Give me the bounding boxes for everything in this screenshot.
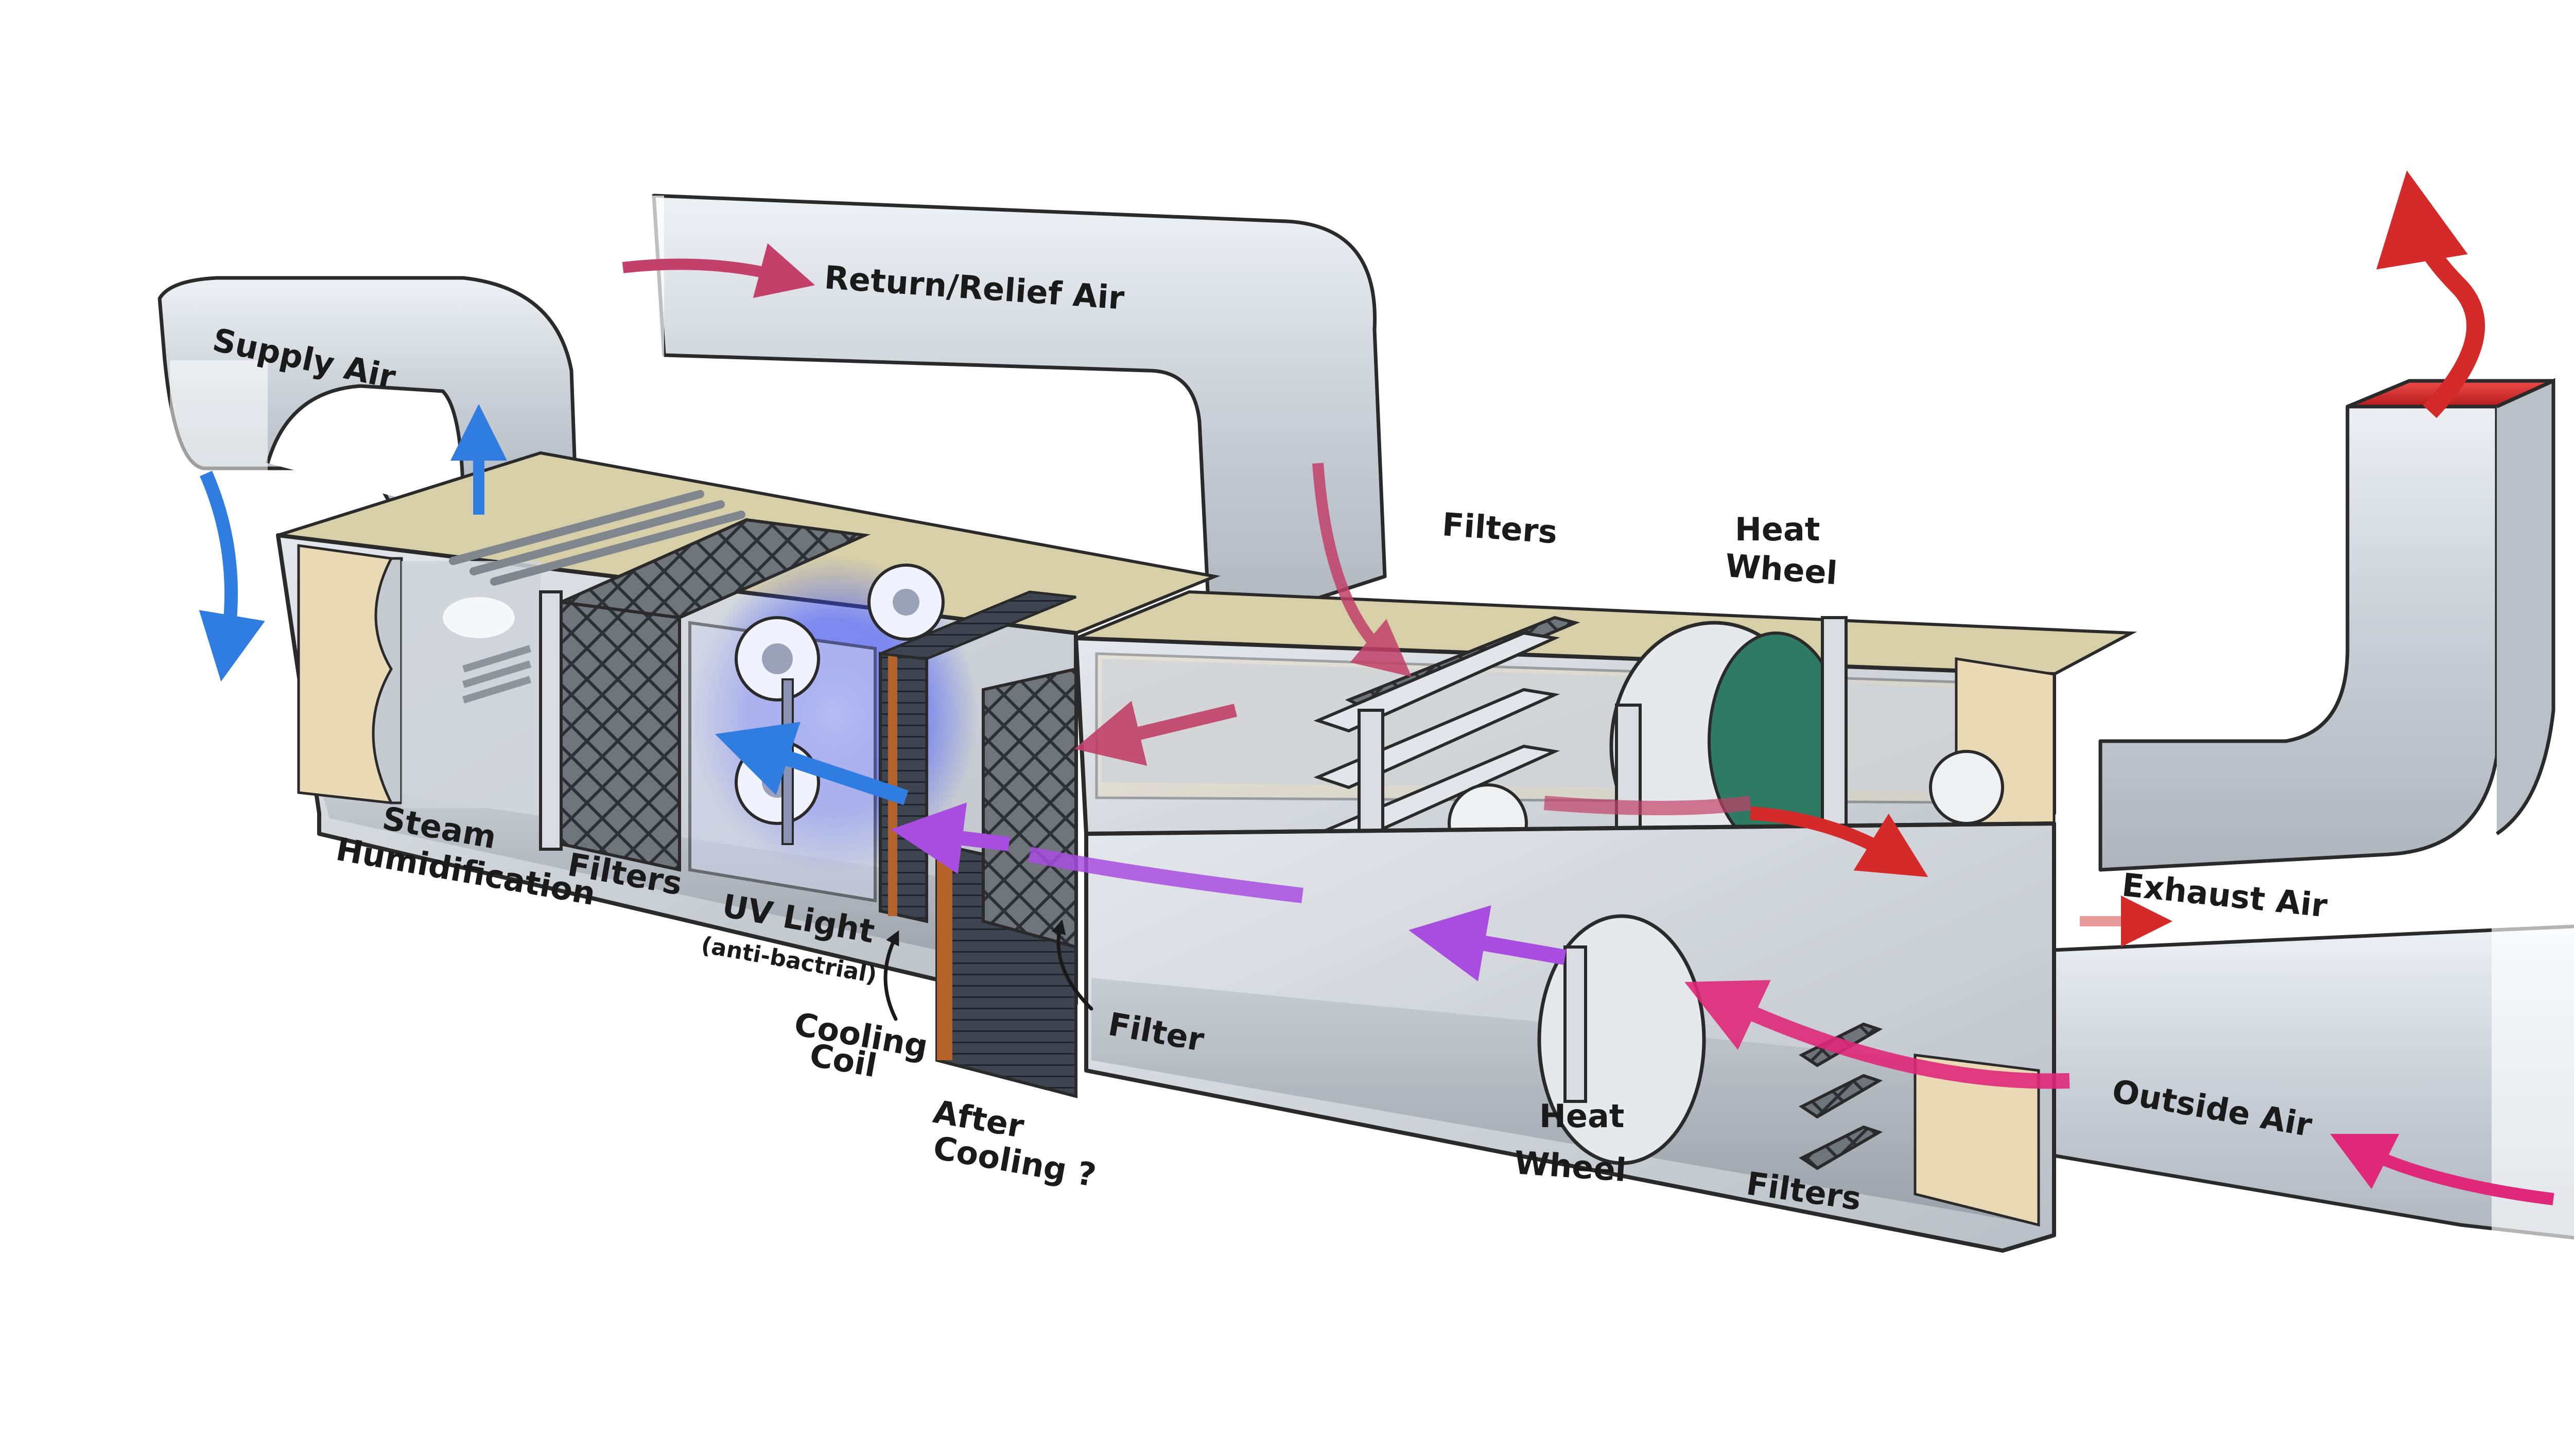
lower-insulation-panel bbox=[1914, 1054, 2040, 1227]
cooling-coil-top bbox=[880, 590, 1076, 660]
label-heat-wheel-upper-2: Wheel bbox=[1724, 547, 1838, 592]
fan-hub bbox=[762, 643, 793, 674]
left-insulation-torn bbox=[372, 557, 403, 804]
return-air-arrow-inside bbox=[1074, 700, 1238, 766]
supply-air-arrow-uv bbox=[715, 722, 909, 805]
filter-frame-post-1 bbox=[539, 590, 563, 851]
return-duct-open-shade bbox=[582, 196, 664, 360]
exhaust-air-duct bbox=[2098, 389, 2499, 872]
supply-air-arrow-out bbox=[199, 470, 265, 682]
humidifier-top-pipes bbox=[449, 490, 745, 586]
steam-pipes bbox=[462, 645, 532, 704]
outside-air-duct bbox=[2006, 924, 2574, 1240]
steam-cloud bbox=[443, 597, 515, 638]
exhaust-duct-top-right bbox=[2496, 378, 2555, 835]
after-cooling-coil-edge bbox=[937, 844, 952, 1060]
outside-air-arrow-in bbox=[2330, 1134, 2554, 1205]
exhaust-air-arrow-inside bbox=[1750, 806, 1928, 878]
supply-duct-outlet-shade bbox=[170, 360, 268, 494]
pointer-cooling-coil bbox=[883, 930, 899, 1021]
transfer-air-arrow-mid bbox=[1028, 847, 1303, 903]
unit-left-floor bbox=[319, 782, 1066, 978]
return-air-arrow-in bbox=[622, 243, 815, 298]
label-heat-wheel-lower-2: Wheel bbox=[1513, 1144, 1627, 1189]
fan-icon bbox=[1929, 750, 2004, 825]
filter-bank-1 bbox=[560, 600, 681, 872]
label-filters-upper: Filters bbox=[1441, 505, 1559, 551]
label-heat-wheel-lower-1: Heat bbox=[1539, 1097, 1624, 1135]
label-heat-wheel-upper-1: Heat bbox=[1735, 511, 1820, 548]
return-relief-air-duct bbox=[652, 194, 1387, 635]
lower-heat-wheel-frame bbox=[1563, 945, 1587, 1103]
label-exhaust-air: Exhaust Air bbox=[2120, 866, 2329, 924]
return-air-arrow-wheel bbox=[1543, 796, 1751, 815]
transfer-air-arrow-coil bbox=[891, 802, 1010, 874]
return-air-arrow-down bbox=[1312, 463, 1412, 677]
final-filter bbox=[982, 667, 1077, 949]
outside-air-arrow-inside bbox=[1684, 980, 2070, 1089]
fan-hub bbox=[893, 589, 919, 616]
transfer-air-arrow-lower bbox=[1408, 905, 1567, 981]
exhaust-air-arrow-up bbox=[2376, 170, 2485, 418]
pointer-filter bbox=[1052, 919, 1093, 1011]
